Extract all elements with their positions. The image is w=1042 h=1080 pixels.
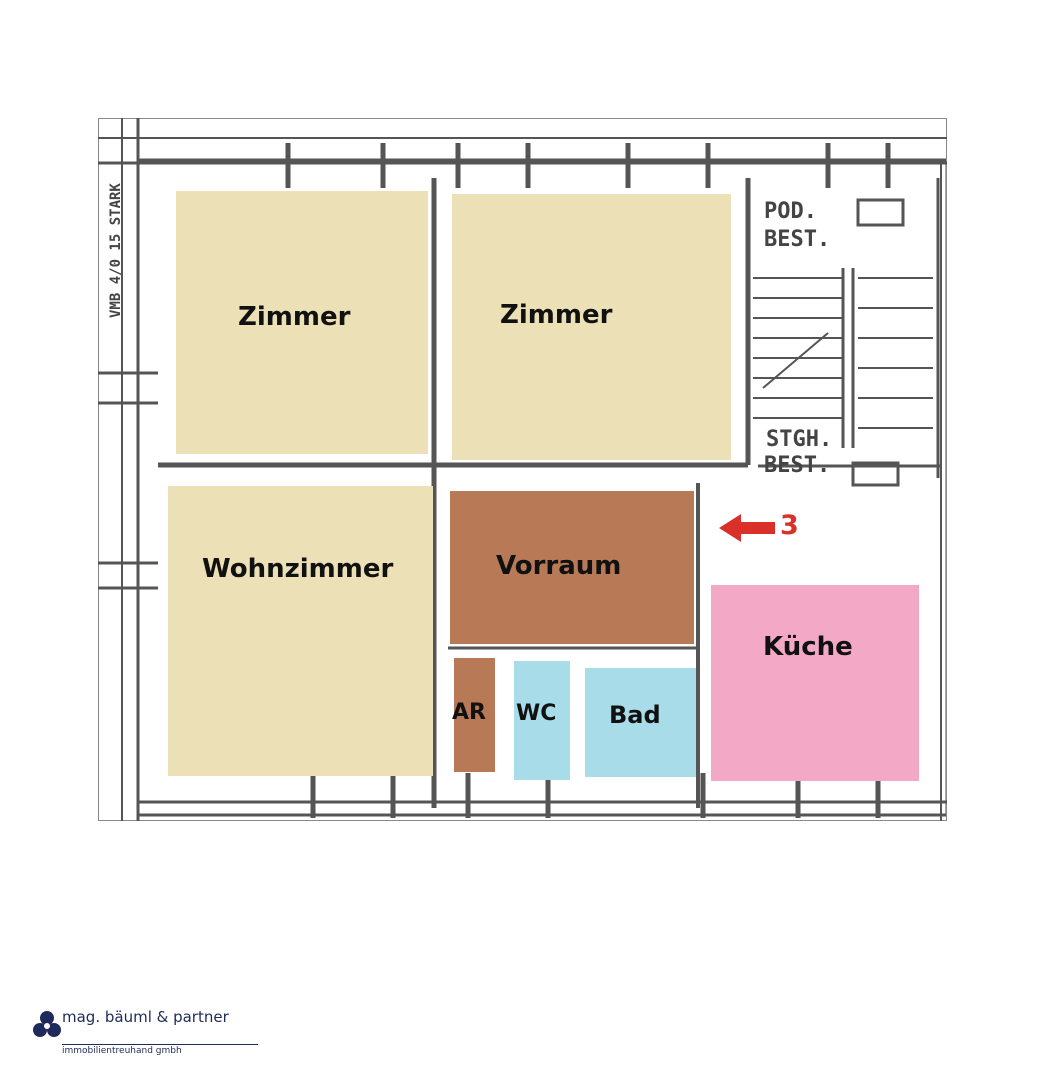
- room-label: Küche: [763, 632, 853, 662]
- stair-label-stgh: STGH.: [766, 427, 832, 452]
- entrance-arrow-icon: [717, 508, 817, 548]
- room-label: Zimmer: [238, 302, 351, 332]
- room-ar: AR: [452, 658, 495, 772]
- logo-divider: [62, 1044, 258, 1045]
- room-bad: Bad: [585, 668, 696, 777]
- room-zimmer-1: Zimmer: [176, 191, 428, 454]
- room-label: Zimmer: [500, 300, 613, 330]
- room-wc: WC: [514, 661, 570, 780]
- logo-mark-icon: [33, 1011, 61, 1037]
- room-label: Wohnzimmer: [202, 554, 394, 584]
- logo-company-name: mag. bäuml & partner: [62, 1008, 229, 1026]
- wall-note: VMB 4/0 15 STARK: [108, 183, 124, 318]
- stair-label-best-top: BEST.: [764, 227, 830, 252]
- room-kueche: Küche: [711, 585, 919, 781]
- room-wohnzimmer: Wohnzimmer: [168, 486, 433, 776]
- floor-plan-lines: POD. BEST. STGH. BEST. VMB 4/0 15 STARK: [98, 118, 947, 821]
- room-label: Vorraum: [496, 551, 622, 581]
- logo-subtitle: immobilientreuhand gmbh: [62, 1046, 182, 1056]
- room-label: WC: [516, 701, 557, 726]
- stair-label-best-bottom: BEST.: [764, 453, 830, 478]
- floor-plan: POD. BEST. STGH. BEST. VMB 4/0 15 STARK …: [98, 118, 947, 821]
- room-zimmer-2: Zimmer: [452, 194, 731, 460]
- company-logo: mag. bäuml & partner immobilientreuhand …: [32, 1008, 258, 1058]
- room-label: AR: [452, 700, 486, 725]
- entrance-label: 3: [780, 510, 799, 541]
- room-vorraum: Vorraum: [450, 491, 694, 644]
- room-label: Bad: [609, 701, 661, 729]
- stair-label-pod: POD.: [764, 199, 817, 224]
